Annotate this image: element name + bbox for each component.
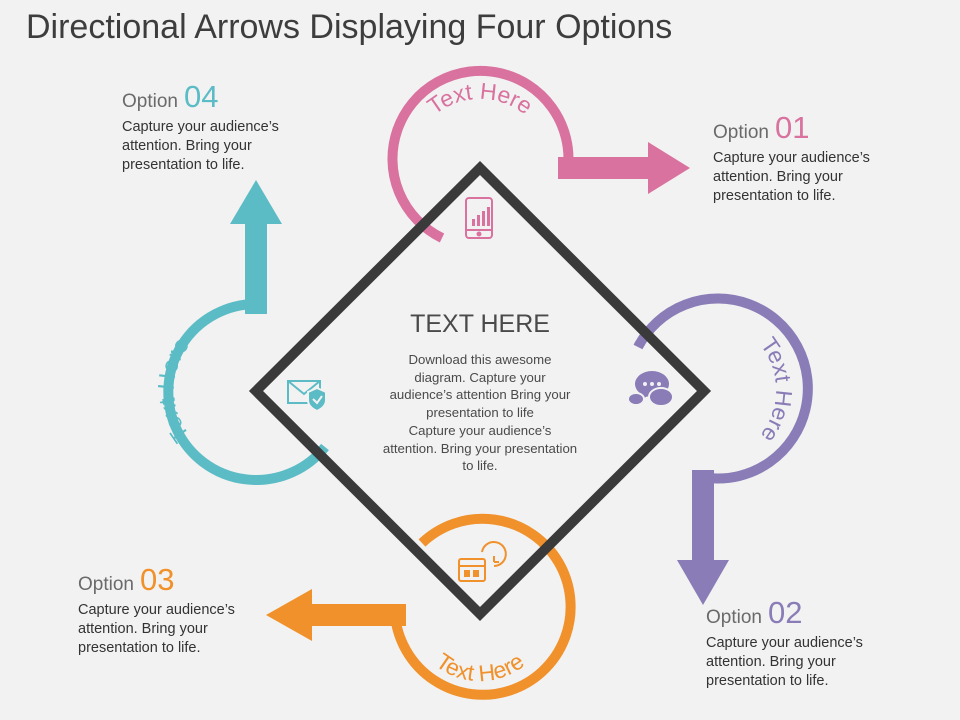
calendar-clock-icon bbox=[458, 541, 507, 582]
center-line: presentation to life bbox=[426, 405, 534, 421]
purple-arrow-head bbox=[677, 560, 729, 605]
mail-shield-icon bbox=[287, 380, 327, 413]
center-diamond bbox=[248, 160, 712, 622]
option-number: 03 bbox=[139, 562, 175, 597]
pink-arrow-shaft bbox=[558, 157, 650, 179]
ring-label-purple: Text Here bbox=[756, 332, 797, 447]
option-label: Option bbox=[706, 607, 762, 628]
ring-label-teal: Text Here bbox=[153, 333, 194, 448]
ring-label-orange: Text Here bbox=[432, 648, 529, 687]
option-line: Capture your audience’s bbox=[122, 119, 279, 135]
center-heading: TEXT HERE bbox=[410, 310, 550, 338]
purple-ring-arc bbox=[633, 293, 813, 484]
center-line: to life. bbox=[462, 458, 498, 474]
option-line: attention. Bring your bbox=[78, 621, 208, 637]
pink-arrow-head bbox=[648, 142, 690, 194]
center-line: audience’s attention Bring your bbox=[389, 387, 571, 403]
purple-arrow-shaft bbox=[692, 470, 714, 562]
option-line: attention. Bring your bbox=[122, 138, 252, 154]
chat-bubbles-icon bbox=[627, 371, 674, 407]
teal-arrow-head bbox=[230, 180, 282, 224]
option-02-body: Capture your audience’s attention. Bring… bbox=[706, 634, 896, 691]
option-label: Option bbox=[713, 122, 769, 143]
option-line: Capture your audience’s bbox=[706, 635, 863, 651]
option-line: attention. Bring your bbox=[706, 654, 836, 670]
teal-ring-arc bbox=[163, 299, 329, 485]
option-line: presentation to life. bbox=[713, 188, 836, 204]
center-description: Download this awesome diagram. Capture y… bbox=[368, 351, 592, 475]
option-03-body: Capture your audience’s attention. Bring… bbox=[78, 601, 268, 658]
option-line: presentation to life. bbox=[122, 157, 245, 173]
page-title: Directional Arrows Displaying Four Optio… bbox=[26, 8, 673, 46]
option-line: presentation to life. bbox=[78, 640, 201, 656]
pink-ring-arc bbox=[387, 65, 574, 243]
option-04-ring: Text Here bbox=[153, 180, 329, 485]
orange-arrow-head bbox=[266, 589, 312, 641]
option-line: presentation to life. bbox=[706, 673, 829, 689]
option-line: attention. Bring your bbox=[713, 169, 843, 185]
option-04-body: Capture your audience’s attention. Bring… bbox=[122, 118, 312, 175]
teal-arrow-shaft bbox=[245, 222, 267, 314]
center-line: diagram. Capture your bbox=[414, 369, 546, 385]
option-number: 01 bbox=[774, 110, 810, 145]
center-line: attention. Bring your presentation bbox=[382, 440, 578, 456]
orange-ring-arc bbox=[390, 513, 576, 700]
option-03-ring: Text Here bbox=[266, 513, 576, 700]
option-01-body: Capture your audience’s attention. Bring… bbox=[713, 149, 903, 206]
option-number: 04 bbox=[183, 79, 219, 114]
option-number: 02 bbox=[767, 595, 803, 630]
orange-arrow-shaft bbox=[310, 604, 406, 626]
option-label: Option bbox=[122, 91, 178, 112]
option-line: Capture your audience’s bbox=[78, 602, 235, 618]
center-line: Download this awesome bbox=[408, 352, 552, 367]
option-line: Capture your audience’s bbox=[713, 150, 870, 166]
mobile-chart-icon bbox=[465, 197, 493, 239]
option-label: Option bbox=[78, 574, 134, 595]
center-line: Capture your audience’s bbox=[408, 422, 552, 438]
